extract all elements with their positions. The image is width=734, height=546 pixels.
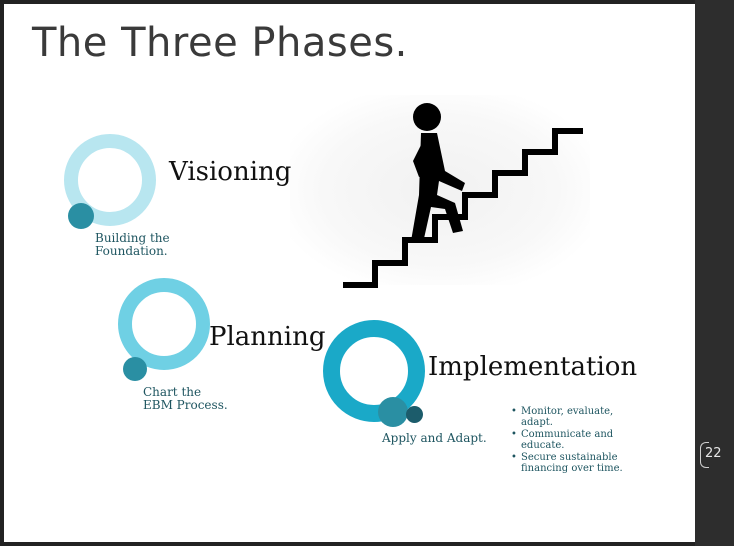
slide-number-bracket (700, 442, 709, 468)
planning-dot (123, 357, 147, 381)
stairs-image-background (290, 95, 590, 285)
bullet-item: Secure sustainable financing over time. (511, 452, 646, 474)
slide-sidebar (695, 0, 734, 546)
planning-subtitle: Chart the EBM Process. (143, 385, 228, 412)
implementation-dot (378, 397, 408, 427)
implementation-small-dot (406, 406, 423, 423)
planning-ring (118, 278, 210, 370)
implementation-label: Implementation (428, 352, 638, 382)
visioning-subtitle: Building the Foundation. (95, 231, 170, 258)
slide-title: The Three Phases. (32, 20, 408, 66)
implementation-subtitle: Apply and Adapt. (382, 431, 487, 445)
slide-number: 22 (705, 446, 722, 461)
person-climbing-stairs-icon (343, 103, 583, 288)
implementation-bullet-list: Monitor, evaluate, adapt. Communicate an… (511, 406, 646, 475)
visioning-dot (68, 203, 94, 229)
bullet-item: Monitor, evaluate, adapt. (511, 406, 646, 428)
bullet-item: Communicate and educate. (511, 429, 646, 451)
planning-label: Planning (209, 322, 326, 352)
visioning-label: Visioning (169, 157, 292, 187)
